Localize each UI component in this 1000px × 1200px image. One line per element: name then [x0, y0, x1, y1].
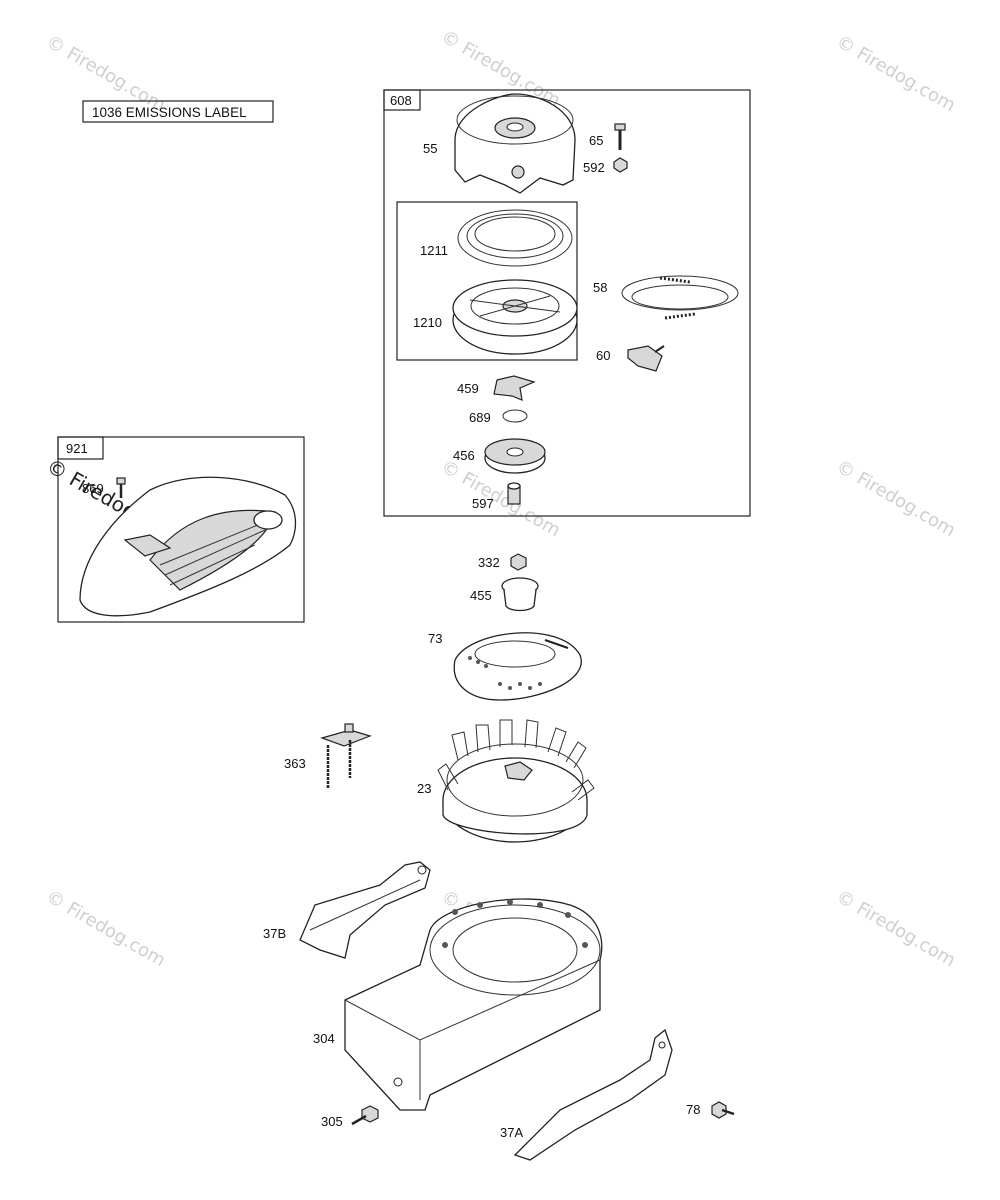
watermark: © Firedog.com — [833, 456, 959, 541]
screw-part — [614, 123, 626, 150]
rotating-screen-part — [453, 632, 582, 701]
part-label-332: 332 — [478, 555, 500, 570]
starter-dog-part — [493, 375, 536, 401]
watermark: © Firedog.com — [43, 31, 169, 116]
emissions-label-box: 1036 EMISSIONS LABEL — [82, 100, 274, 123]
starter-screw-part — [507, 482, 521, 505]
part-label-689: 689 — [469, 410, 491, 425]
part-label-869: 869 — [82, 481, 104, 496]
starter-rope-part — [621, 275, 739, 320]
part-label-55: 55 — [423, 141, 437, 156]
part-label-305: 305 — [321, 1114, 343, 1129]
part-label-78: 78 — [686, 1102, 700, 1117]
starter-cup-part — [501, 577, 539, 612]
emissions-label-text: 1036 EMISSIONS LABEL — [92, 105, 247, 120]
part-label-455: 455 — [470, 588, 492, 603]
starter-handle-part — [627, 345, 665, 372]
part-label-597: 597 — [472, 496, 494, 511]
housing-screw-part — [351, 1105, 379, 1126]
part-label-592: 592 — [583, 160, 605, 175]
group-921: 921 869 — [57, 436, 305, 623]
retainer-ring-part — [502, 409, 528, 423]
part-label-23: 23 — [417, 781, 431, 796]
air-guide-37a-part — [513, 1028, 673, 1161]
part-label-65: 65 — [589, 133, 603, 148]
nut-part — [613, 157, 628, 173]
rewind-spring-part — [457, 209, 573, 267]
starter-housing-part — [454, 93, 576, 194]
watermark: © Firedog.com — [833, 886, 959, 971]
flywheel-part — [437, 719, 595, 843]
flywheel-nut-part — [510, 553, 527, 571]
group-608: 608 55 65 592 1211 — [383, 89, 751, 517]
watermark: © Firedog.com — [43, 886, 169, 971]
part-label-304: 304 — [313, 1031, 335, 1046]
blower-cover-part — [79, 476, 297, 617]
part-label-1210: 1210 — [413, 315, 442, 330]
group-921-number: 921 — [66, 441, 88, 456]
part-label-37a: 37A — [500, 1125, 523, 1140]
baffle-screw-part — [711, 1101, 735, 1119]
part-label-363: 363 — [284, 756, 306, 771]
armature-part — [320, 723, 372, 788]
air-guide-37b-part — [299, 861, 431, 959]
part-label-37b: 37B — [263, 926, 286, 941]
part-label-459: 459 — [457, 381, 479, 396]
part-label-73: 73 — [428, 631, 442, 646]
part-label-58: 58 — [593, 280, 607, 295]
ratchet-part — [484, 438, 546, 474]
pulley-part — [452, 279, 578, 355]
watermark: © Firedog.com — [833, 31, 959, 116]
part-label-456: 456 — [453, 448, 475, 463]
part-label-1211: 1211 — [420, 243, 448, 258]
blower-housing-part — [344, 898, 603, 1111]
part-label-60: 60 — [596, 348, 610, 363]
group-608-number: 608 — [390, 93, 412, 108]
blower-screw-part — [116, 477, 126, 498]
